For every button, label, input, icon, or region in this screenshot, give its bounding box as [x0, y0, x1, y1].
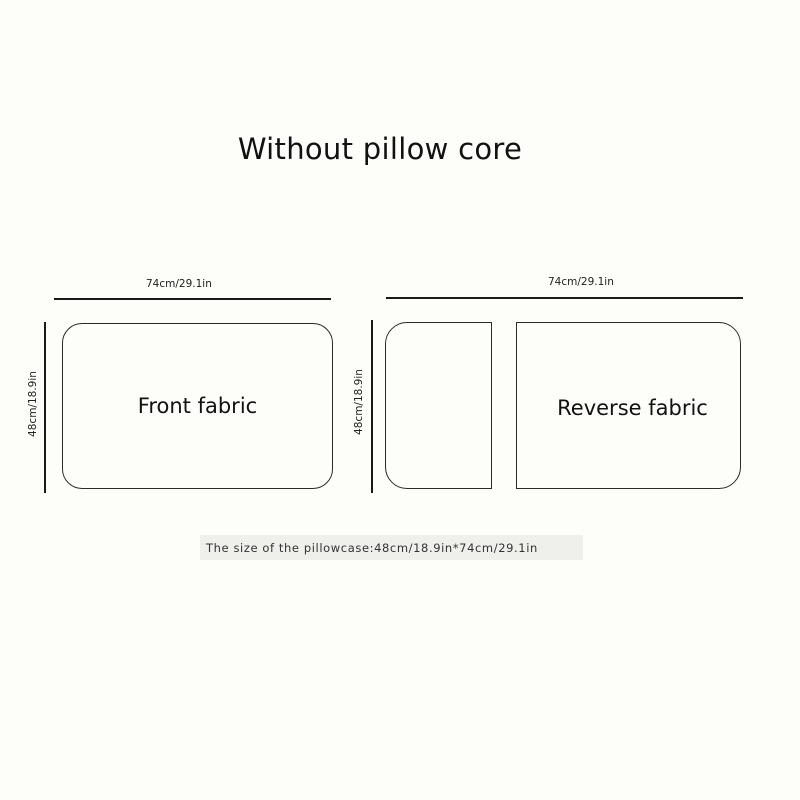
- pillowcase-size-caption: The size of the pillowcase:48cm/18.9in*7…: [200, 535, 583, 560]
- caption-text: The size of the pillowcase:48cm/18.9in*7…: [206, 540, 538, 555]
- front-width-dimension-line: [54, 298, 331, 300]
- reverse-height-dimension-line: [371, 320, 373, 493]
- diagram-title: Without pillow core: [237, 132, 523, 166]
- front-height-dimension-line: [44, 322, 46, 493]
- reverse-height-label: 48cm/18.9in: [353, 369, 365, 435]
- reverse-width-dimension-line: [386, 297, 743, 299]
- reverse-width-label: 74cm/29.1in: [548, 276, 614, 288]
- front-width-label: 74cm/29.1in: [146, 278, 212, 290]
- front-height-label: 48cm/18.9in: [27, 371, 39, 437]
- reverse-fabric-panel: Reverse fabric: [516, 322, 741, 489]
- reverse-fabric-label: Reverse fabric: [557, 395, 708, 420]
- front-fabric-label: Front fabric: [137, 394, 258, 418]
- reverse-flap-panel: [385, 322, 492, 489]
- front-fabric-panel: Front fabric: [62, 323, 333, 489]
